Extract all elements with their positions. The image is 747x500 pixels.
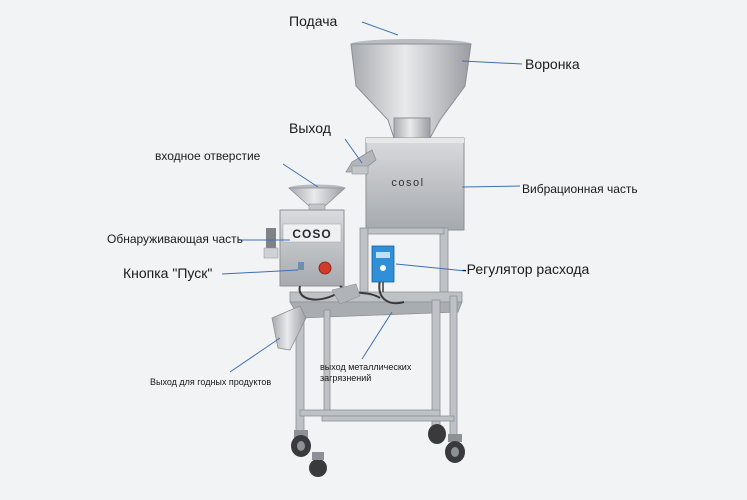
label-metal-outlet-line1: выход металлических: [320, 362, 412, 372]
funnel: [350, 39, 472, 141]
detector-unit: COSO: [263, 209, 345, 287]
pointer-lines: [221, 21, 523, 373]
label-vibration: Вибрационная часть: [522, 182, 638, 196]
vibrator-logo: cosol: [391, 177, 424, 189]
flow-regulator-box: [371, 245, 395, 292]
start-button-illustration: [318, 261, 332, 275]
label-funnel: Воронка: [525, 56, 580, 72]
detector-logo: COSO: [292, 227, 331, 241]
vibration-unit: cosol: [365, 137, 465, 231]
label-start-button: Кнопка "Пуск": [123, 265, 213, 281]
label-feed: Подача: [289, 13, 338, 29]
frame: [289, 227, 463, 437]
good-product-chute: [271, 305, 307, 351]
label-metal-outlet: выход металлических загрязнений: [320, 362, 411, 384]
label-detecting: Обнаруживающая часть: [107, 232, 243, 246]
metal-outlet-chute: [331, 283, 361, 305]
label-outlet: Выход: [289, 120, 331, 136]
label-flow-regulator: -Регулятор расхода: [462, 261, 590, 277]
label-inlet: входное отверстие: [155, 149, 261, 163]
label-good-outlet: Выход для годных продуктов: [150, 377, 272, 387]
label-metal-outlet-line2: загрязнений: [320, 373, 372, 383]
casters: [291, 424, 465, 477]
